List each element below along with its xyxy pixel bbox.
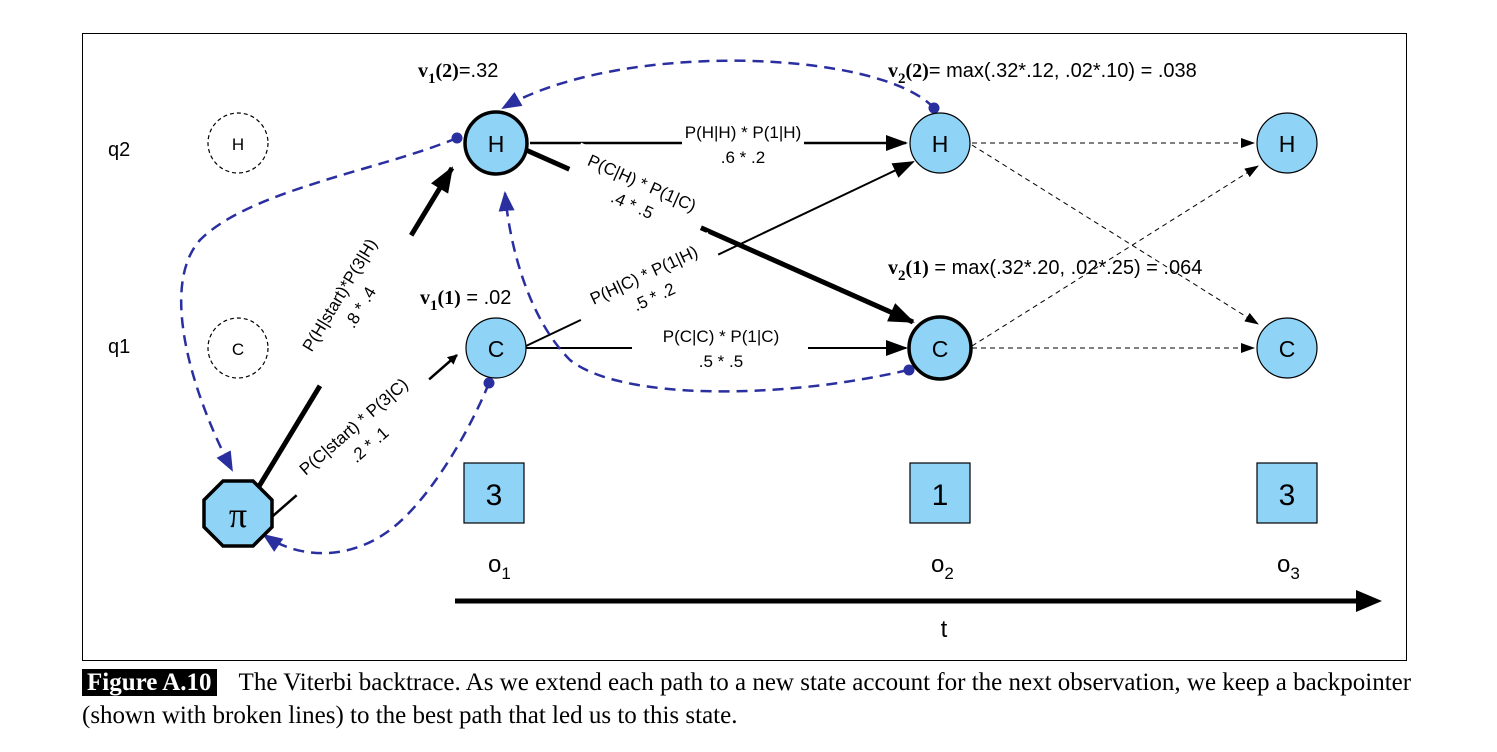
edge-label-start-c: P(C|start) * P(3|C) .2 * .1 [279, 359, 445, 513]
row-label-q2: q2 [108, 139, 130, 161]
observation-box-2: 1 [909, 462, 971, 524]
backpointer-c1-to-start [262, 382, 491, 555]
observation-label-2: o2 [931, 551, 954, 583]
state-c-t3: C [1256, 317, 1318, 379]
edge-c2-to-h3 [971, 165, 1259, 347]
observation-label-3: o3 [1277, 551, 1300, 583]
backpointers [180, 59, 935, 555]
svg-text:P(C|C) * P(1|C): P(C|C) * P(1|C) [663, 327, 780, 346]
svg-text:.6 * .2: .6 * .2 [721, 148, 765, 167]
time-axis-arrowhead [1356, 590, 1382, 612]
svg-text:P(H|H) * P(1|H): P(H|H) * P(1|H) [685, 123, 802, 142]
backpointer-h1-to-start [180, 136, 458, 472]
svg-text:1: 1 [932, 479, 949, 512]
svg-text:C: C [1279, 336, 1296, 362]
svg-text:H: H [232, 135, 244, 154]
row-label-q1: q1 [108, 336, 130, 358]
svg-text:.5 * .5: .5 * .5 [699, 352, 743, 371]
figure-label: Figure A.10 [82, 669, 217, 696]
state-c-t2: C [907, 315, 973, 381]
viterbi-v2-2: v2(2)= max(.32*.12, .02*.10) = .038 [888, 60, 1197, 87]
backpointer-origin-h2 [928, 102, 940, 114]
svg-text:H: H [932, 131, 949, 157]
viterbi-v1-2: v1(2)=.32 [418, 60, 498, 87]
figure-frame [82, 33, 1407, 661]
observation-box-3: 3 [1256, 462, 1318, 524]
svg-text:H: H [488, 131, 505, 157]
backpointer-origin-c2 [903, 364, 915, 376]
viterbi-v2-1: v2(1) = max(.32*.20, .02*.25) = .064 [888, 257, 1202, 284]
backpointer-origin-h1 [451, 132, 463, 144]
edge-label-hh: P(H|H) * P(1|H) .6 * .2 [685, 123, 802, 167]
backpointer-c2-to-h1 [498, 191, 909, 393]
caption-text: The Viterbi backtrace. As we extend each… [82, 669, 1412, 729]
svg-text:3: 3 [486, 479, 503, 512]
time-axis-label: t [941, 616, 948, 643]
backpointer-h2-to-h1 [501, 59, 935, 110]
state-h-t3: H [1256, 112, 1318, 174]
ghost-state-c: C [207, 317, 269, 379]
svg-text:C: C [932, 336, 949, 362]
observation-label-1: o1 [488, 551, 511, 583]
svg-text:C: C [232, 340, 244, 359]
edge-label-cc: P(C|C) * P(1|C) .5 * .5 [663, 327, 780, 371]
viterbi-v1-1: v1(1) = .02 [420, 287, 511, 314]
svg-text:H: H [1279, 131, 1296, 157]
svg-text:π: π [229, 495, 247, 535]
backpointer-origin-c1 [483, 377, 495, 389]
start-state-pi: π [202, 479, 274, 548]
ghost-state-h: H [207, 112, 269, 174]
edge-label-start-h: P(H|start)*P(3|H) .8 * .4 [283, 213, 418, 390]
edge-h2-to-c3 [971, 144, 1259, 325]
state-c-t1: C [465, 317, 527, 379]
svg-text:3: 3 [1279, 479, 1296, 512]
observation-box-1: 3 [463, 462, 525, 524]
svg-text:C: C [488, 336, 505, 362]
state-h-t1: H [463, 110, 529, 176]
state-h-t2: H [909, 112, 971, 174]
